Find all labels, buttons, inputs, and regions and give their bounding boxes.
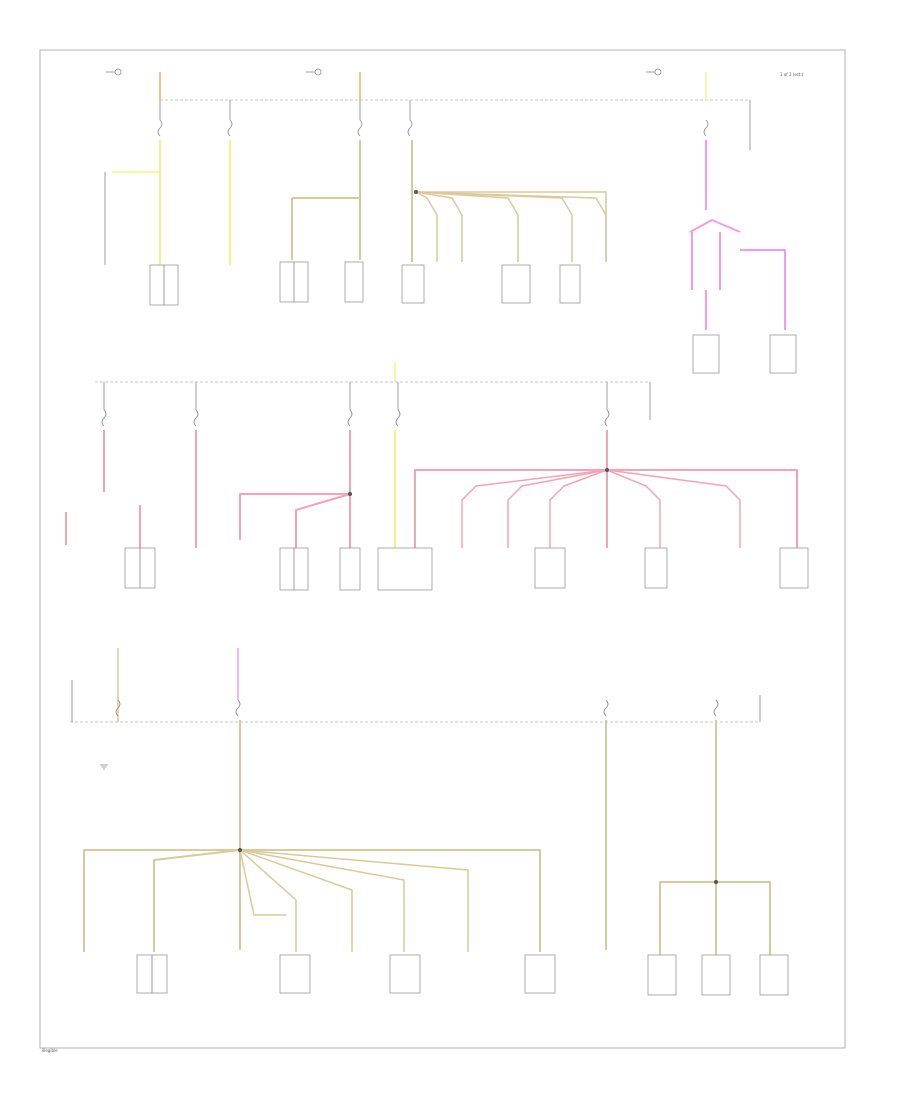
connector-icon (389, 954, 421, 994)
fuse-icon (227, 119, 233, 137)
fuse-icon (115, 699, 121, 717)
fuse-icon (603, 699, 609, 717)
fuse-icon (157, 119, 163, 137)
fuse-icon (347, 409, 353, 427)
wire (239, 849, 286, 916)
fuse-icon (101, 409, 107, 427)
connector-icon (534, 547, 566, 589)
wire (659, 881, 716, 955)
connector-icon (279, 954, 311, 994)
wire (689, 219, 741, 233)
wire (607, 469, 798, 548)
wire (740, 249, 786, 330)
wire-layer (65, 72, 798, 955)
wire (415, 191, 573, 262)
wire (716, 881, 771, 955)
component-layer (100, 68, 809, 996)
connector-icon (769, 334, 797, 374)
connector-icon (377, 547, 433, 591)
connector-icon (401, 264, 425, 304)
wire (83, 849, 240, 952)
wire (606, 469, 741, 548)
ignition-switch-icon (314, 68, 322, 76)
wire (507, 469, 608, 548)
connector-icon (701, 954, 731, 996)
wire (295, 493, 351, 548)
wire (414, 469, 607, 548)
wire (239, 849, 353, 952)
ground-icon (100, 764, 108, 770)
wire (239, 849, 405, 952)
splice-node-icon (605, 468, 609, 472)
connector-icon (344, 261, 364, 303)
fuse-icon (713, 699, 719, 717)
wire (415, 191, 463, 262)
wire (239, 493, 350, 540)
connector-icon (524, 954, 556, 994)
wire (606, 469, 661, 548)
splice-node-icon (414, 190, 418, 194)
connector-icon (644, 547, 668, 589)
splice-node-icon (238, 848, 242, 852)
connector-icon (692, 334, 720, 374)
wire (153, 849, 241, 952)
ignition-switch-icon (654, 68, 662, 76)
wire (415, 191, 438, 262)
footer-label: illegible (42, 1048, 58, 1053)
fuse-icon (235, 699, 241, 717)
connector-icon (501, 264, 531, 304)
wire (239, 849, 297, 952)
connector-icon (339, 547, 361, 591)
connector-icon (559, 264, 581, 304)
wire (461, 469, 608, 548)
fuse-icon (407, 119, 413, 137)
fuse-icon (193, 409, 199, 427)
connector-icon (759, 954, 789, 996)
fuse-icon (357, 119, 363, 137)
wire (416, 191, 607, 262)
connector-icon (647, 954, 677, 996)
wire (415, 191, 519, 262)
splice-node-icon (348, 492, 352, 496)
connector-icon (779, 547, 809, 589)
splice-node-icon (714, 880, 718, 884)
diagram-frame (39, 49, 846, 1049)
fuse-icon (703, 119, 709, 137)
wire (549, 469, 608, 548)
wire (239, 849, 469, 952)
ignition-switch-icon (114, 68, 122, 76)
corner-label: 1 of 2 (est.) (780, 72, 804, 77)
wire (240, 849, 541, 952)
fuse-icon (395, 409, 401, 427)
fuse-icon (604, 409, 610, 427)
